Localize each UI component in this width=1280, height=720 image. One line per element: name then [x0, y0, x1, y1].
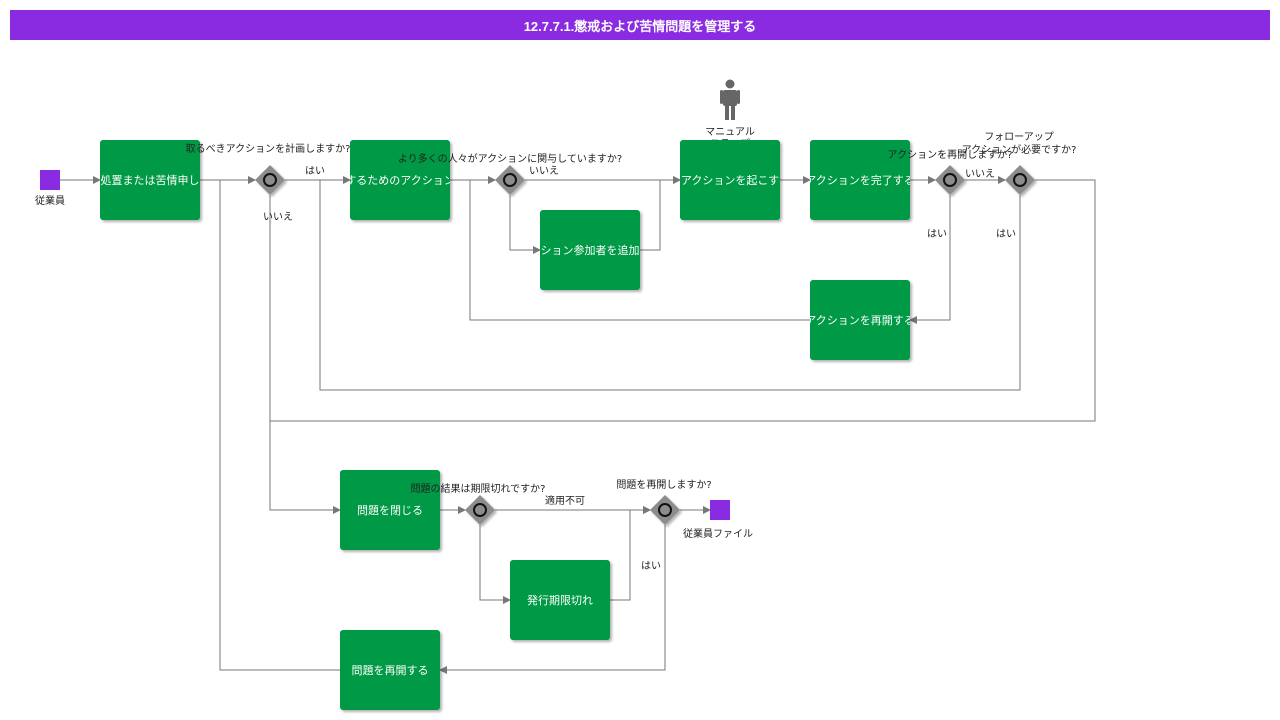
edge-label-g1-yes: はい [305, 165, 325, 177]
task-6[interactable]: アクションを再開する [805, 280, 914, 360]
edge-label-g3-no: いいえ [965, 168, 995, 180]
gateway-3-question: アクションを再開しますか? [888, 149, 1013, 161]
task-8[interactable]: 発行期限切れ [510, 560, 610, 640]
task-1[interactable]: 処置または苦情申し [100, 140, 200, 220]
task-7-label: 問題を閉じる [357, 504, 423, 517]
gateway-2-question: より多くの人々がアクションに関与していますか? [398, 152, 622, 165]
edge-t3-t4 [640, 176, 681, 251]
edge-label-g3-yes: はい [927, 228, 947, 240]
edge-t6-loop-t4 [469, 179, 810, 321]
task-5-label: アクションを完了する [805, 173, 914, 187]
start-event-label: 従業員 [35, 194, 65, 207]
task-3-label: ション参加者を追加 [541, 243, 640, 257]
edge-g5-t8 [479, 525, 511, 604]
edge-t9-loop-g1 [219, 179, 340, 671]
edge-label-g1-no: いいえ [263, 211, 293, 223]
task-2[interactable]: するためのアクション [345, 140, 454, 220]
edge-g6-yes-t9 [439, 525, 666, 674]
edge-g4-yes-loop-t2 [319, 179, 1021, 391]
edges [60, 176, 1096, 674]
gateway-2[interactable] [495, 165, 525, 195]
start-event[interactable] [40, 170, 60, 190]
gateway-6-question: 問題を再開しますか? [616, 479, 711, 491]
task-9[interactable]: 問題を再開する [340, 630, 440, 710]
task-5[interactable]: アクションを完了する [805, 140, 914, 220]
gateway-5-question: 問題の結果は期限切れですか? [410, 482, 545, 495]
task-8-label: 発行期限切れ [527, 593, 593, 607]
gateway-4-question-2: アクションが必要ですか? [962, 143, 1077, 156]
task-6-label: アクションを再開する [805, 314, 914, 327]
edge-label-g4-yes: はい [996, 228, 1016, 240]
task-1-label: 処置または苦情申し [101, 174, 200, 187]
edge-label-g2-no: いいえ [529, 165, 559, 177]
edge-label-g5-na: 適用不可 [545, 494, 585, 507]
edge-g1-no-t7 [269, 195, 341, 514]
task-7[interactable]: 問題を閉じる [340, 470, 440, 550]
person-icon [720, 79, 740, 120]
gateway-4[interactable] [1005, 165, 1035, 195]
diagram-title: 12.7.7.1.懲戒および苦情問題を管理する [10, 10, 1270, 40]
task-4-label: アクションを起こす [681, 174, 779, 187]
end-event-label: 従業員ファイル [683, 527, 753, 540]
task-3[interactable]: ション参加者を追加 [540, 210, 640, 290]
manual-step-label-1: マニュアル [705, 127, 755, 138]
gateway-3[interactable] [935, 165, 965, 195]
gateway-1-question: 取るべきアクションを計画しますか? [186, 142, 351, 155]
edge-g4-no-t7 [269, 179, 1096, 510]
task-2-label: するためのアクション [345, 174, 454, 187]
edge-g2-t3 [509, 195, 541, 254]
gateway-6[interactable] [650, 495, 680, 525]
edge-label-g6-yes: はい [641, 560, 661, 572]
task-4[interactable]: アクションを起こす [680, 140, 780, 220]
edge-t8-g6 [610, 506, 651, 601]
gateway-5[interactable] [465, 495, 495, 525]
end-event[interactable] [710, 500, 730, 520]
edge-g3-t6-yes [909, 195, 951, 324]
gateway-4-question-1: フォローアップ [984, 131, 1054, 143]
task-9-label: 問題を再開する [352, 664, 429, 677]
gateway-1[interactable] [255, 165, 285, 195]
